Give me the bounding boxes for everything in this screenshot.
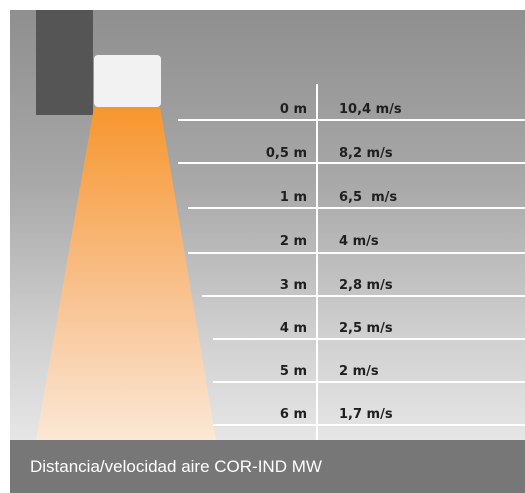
velocity-label: 8,2 m/s [339, 146, 393, 161]
velocity-label: 1,7 m/s [339, 407, 393, 422]
velocity-label: 4 m/s [339, 234, 379, 249]
distance-label: 2 m [280, 234, 307, 249]
velocity-label: 2,5 m/s [339, 321, 393, 336]
distance-label: 4 m [280, 321, 307, 336]
distance-label: 1 m [280, 190, 307, 205]
distance-label: 5 m [280, 364, 307, 379]
distance-label: 0,5 m [266, 146, 307, 161]
caption-bar: Distancia/velocidad aire COR-IND MW [10, 440, 525, 493]
diagram-panel: 0 m 0,5 m 1 m 2 m 3 m 4 m 5 m 6 m 10,4 m… [10, 10, 525, 440]
distance-label: 6 m [280, 407, 307, 422]
distance-label: 3 m [280, 278, 307, 293]
heater-unit [94, 55, 161, 107]
airflow-diagram: 0 m 0,5 m 1 m 2 m 3 m 4 m 5 m 6 m 10,4 m… [36, 10, 525, 440]
wall-mount [36, 10, 93, 115]
distance-label: 0 m [280, 102, 307, 117]
airflow-beam [36, 107, 216, 440]
caption: Distancia/velocidad aire COR-IND MW [30, 457, 322, 476]
velocity-label: 6,5 m/s [339, 190, 397, 205]
velocity-label: 2,8 m/s [339, 278, 393, 293]
velocity-label: 2 m/s [339, 364, 379, 379]
velocity-label: 10,4 m/s [339, 102, 402, 117]
